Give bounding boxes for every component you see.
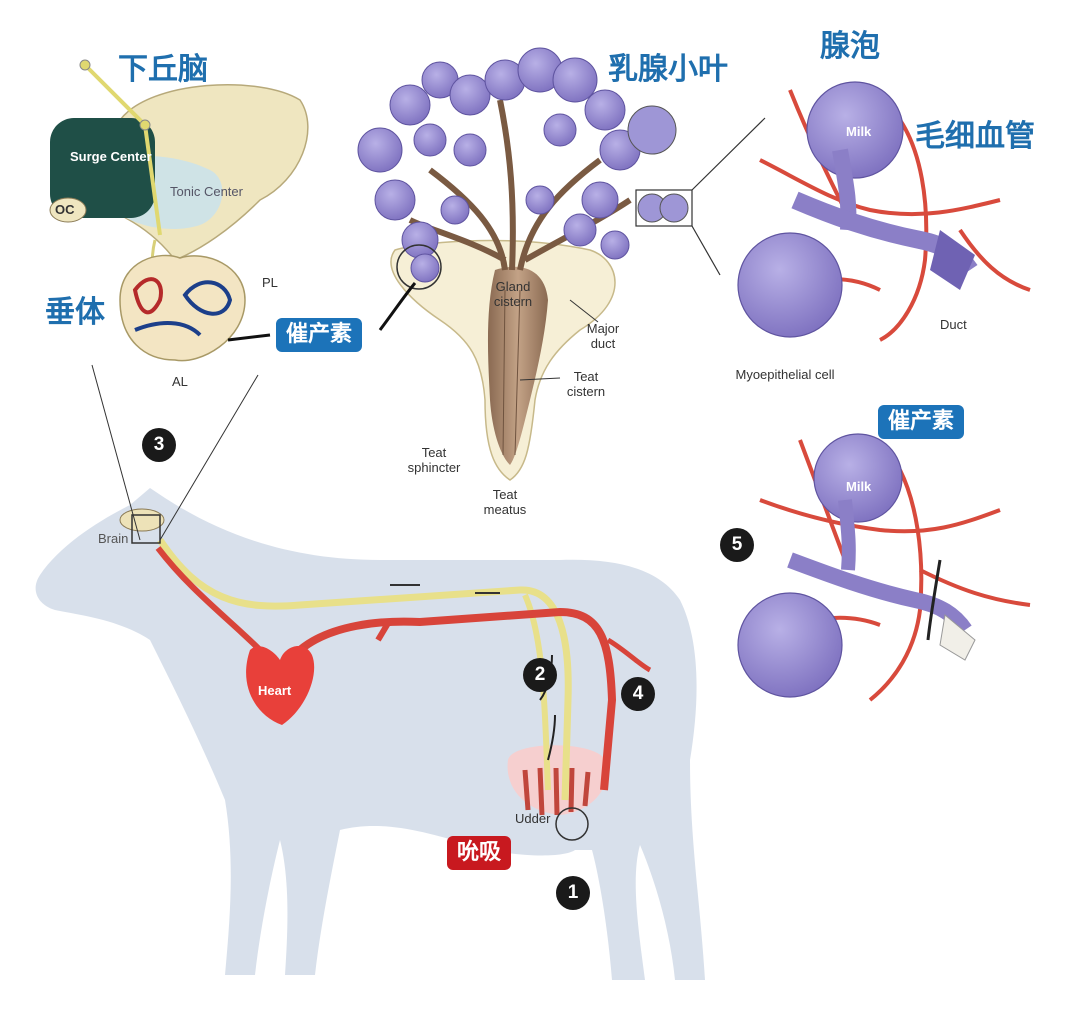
pituitary-label: 垂体 [45, 295, 105, 330]
heart-shape [246, 645, 315, 725]
myoepithelial-cell-label: Myoepithelial cell [735, 367, 835, 382]
major-duct-label: Major duct [586, 321, 620, 351]
udder-shape [507, 745, 607, 816]
oxytocin-badge-alveolus: 催产素 [878, 405, 965, 439]
alveolus-label: 腺泡 [820, 29, 880, 64]
step-2-badge: 2 [523, 658, 557, 692]
cow-silhouette [35, 488, 705, 980]
cow-pathways [155, 538, 652, 801]
udder-label: Udder [515, 811, 551, 826]
capillary-label: 毛细血管 [915, 119, 1035, 154]
heart-label: Heart [258, 683, 292, 698]
lobule-label: 乳腺小叶 [608, 52, 728, 87]
brain-label: Brain [98, 531, 129, 546]
brain-diagram [49, 59, 309, 541]
suckling-badge: 吮吸 [447, 836, 512, 870]
step-1-badge: 1 [556, 876, 590, 910]
milk-label-top: Milk [846, 124, 872, 139]
pl-label: PL [262, 275, 278, 290]
step-4-badge: 4 [621, 677, 655, 711]
step-3-badge: 3 [142, 428, 176, 462]
milk-label-bottom: Milk [846, 479, 872, 494]
tonic-center-label: Tonic Center [170, 184, 243, 199]
mammary-gland-diagram [357, 47, 766, 481]
udder-circle [555, 807, 589, 841]
oc-label: OC [55, 202, 75, 217]
step-5-badge: 5 [720, 528, 754, 562]
oxytocin-badge-brain: 催产素 [276, 318, 363, 352]
duct-label: Duct [940, 317, 967, 332]
alveolus-top-diagram [737, 81, 1031, 342]
teat-cistern-label: Teat cistern [566, 369, 606, 399]
brain-marker [119, 508, 165, 544]
teat-sphincter-label: Teat sphincter [407, 445, 461, 475]
teat-meatus-label: Teat meatus [483, 487, 527, 517]
al-label: AL [172, 374, 188, 389]
surge-center-label: Surge Center [70, 149, 152, 164]
hypothalamus-label: 下丘脑 [118, 52, 208, 87]
alveolus-bottom-diagram [737, 433, 1031, 702]
gland-cistern-label: Gland cistern [493, 279, 533, 309]
